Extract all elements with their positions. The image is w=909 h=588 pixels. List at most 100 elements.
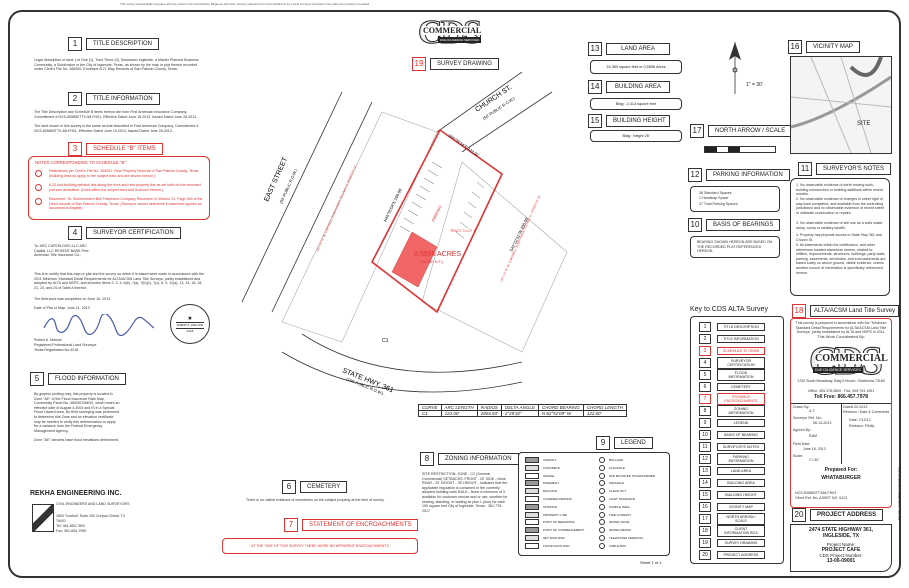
certification-field-date: The field work was completed on June 16,…: [34, 297, 112, 301]
key-item-number: 16: [699, 501, 711, 512]
key-item-number: 14: [699, 477, 711, 488]
section-20-number: 20: [792, 508, 806, 522]
curve-cell: 122.00': [582, 410, 627, 417]
key-item-label: LAND AREA: [717, 466, 765, 475]
curve-header: CHORD LENGTH: [582, 404, 627, 411]
legend-label: TELEPHONE PEDESTAL: [609, 536, 644, 540]
encroachments-text: AT THE TIME OF THIS SURVEY THERE WERE NO…: [251, 544, 389, 548]
surveyor-note-5: 5. All statements within the certificati…: [796, 243, 886, 275]
legend-symbol-icon: [525, 488, 539, 495]
schedule-b-box: NOTES CORRESPONDING TO SCHEDULE "B": Res…: [28, 156, 210, 220]
legend-label: BOLLARD: [609, 458, 624, 462]
legend-symbol-icon: [599, 519, 605, 526]
legend-symbol-icon: [599, 527, 605, 534]
section-15-header: 15 BUILDING HEIGHT: [588, 114, 670, 128]
curve-header: CURVE: [418, 404, 442, 411]
project-name-label: Project Name:: [826, 542, 856, 547]
legend-label: GRAVEL: [543, 473, 555, 478]
section-12-title: PARKING INFORMATION: [706, 169, 790, 181]
title-description-text: Legal description of land: Lot One (1), …: [34, 58, 199, 72]
section-19-header: 19 SURVEY DRAWING: [412, 57, 499, 71]
legend-symbol-icon: [599, 457, 605, 463]
key-item-label: SURVEYOR CERTIFICATION: [717, 356, 765, 369]
legend-symbol-icon: [599, 496, 605, 502]
curve-header: CHORD BEARING: [537, 404, 584, 411]
key-item-number: 18: [699, 525, 711, 536]
basis-of-bearings-text: BEARING SHOWN HEREON ARE BASED ON THE RE…: [697, 240, 773, 254]
legend-item: FIRE HYDRANT: [599, 511, 631, 518]
title-information-text-2: The land shown in this survey is the sam…: [34, 124, 199, 133]
building-area-text: Bldg : 2,413 square feet: [615, 102, 657, 106]
key-item-label: CEMETERY: [717, 382, 765, 391]
legend-item: TELEPHONE PEDESTAL: [599, 535, 643, 541]
project-name-value: PROJECT CAFE: [821, 547, 861, 553]
lot-right-label: LOT 13 "R" W. CAMPBELL SUBDIVISION VOLUM…: [499, 195, 541, 283]
certification-to: To: ARC CAFEHLD001,LLC ARC Capital, LLC …: [34, 244, 89, 258]
section-4-number: 4: [68, 226, 82, 240]
title-information-box: The Title Description and Schedule B ite…: [30, 108, 202, 136]
section-16-title: VICINITY MAP: [806, 41, 860, 53]
seal-star-icon: ★: [187, 316, 193, 322]
schedule-b-item-2-text: A 20 foot building setback line along th…: [49, 183, 201, 192]
scale-bar: [704, 146, 776, 153]
legend-symbol-icon: [525, 542, 539, 549]
parking-information-box: 36 Standard Spaces 1 Handicap Space 37 T…: [690, 186, 780, 212]
east-street-line-2: [271, 101, 373, 313]
section-17-header: 17 NORTH ARROW / SCALE: [690, 124, 793, 138]
company-name: REKHA ENGINEERING INC.: [30, 490, 122, 497]
section-15-title: BUILDING HEIGHT: [606, 115, 670, 127]
project-number-label: CDS Project Number:: [819, 553, 863, 558]
title-description-box: Legal description of land: Lot One (1), …: [30, 56, 205, 84]
section-2-number: 2: [68, 92, 82, 106]
section-18-number: 18: [792, 304, 806, 318]
curve-header: RADIUS: [476, 404, 502, 411]
bearing-2-label: N45°55'04"E 200.00': [382, 187, 403, 222]
vicinity-site-label: SITE: [857, 121, 871, 127]
logo-name: COMMERCIAL: [422, 26, 483, 35]
schedule-b-bullet-1: [35, 170, 42, 177]
land-area-text: 24,380 square feet or 0.5596 Acres: [606, 65, 666, 69]
parking-label: PARKING: [430, 204, 442, 222]
legend-label: POINT OF BEGINNING: [543, 520, 575, 525]
section-9-title: LEGEND: [614, 437, 653, 449]
surveyor-note-4: 4. Property has physical access to State…: [796, 233, 882, 242]
legend-item: FLAGPOLE: [599, 464, 625, 471]
section-2-title: TITLE INFORMATION: [86, 93, 160, 105]
building-footprint: [391, 231, 438, 288]
drawn-by-value: A.T.: [809, 409, 816, 413]
surveyor-registration-number: Texas Registration No.4218: [34, 348, 79, 352]
header-logo: CDS COMMERCIAL DUE DILIGENCE SERVICES: [417, 14, 482, 52]
key-item-number: 12: [699, 453, 711, 464]
land-area-box: 24,380 square feet or 0.5596 Acres: [590, 60, 682, 74]
survey-drawing: EAST STREET (50' PUBLIC R.O.W.) CHURCH S…: [241, 72, 568, 396]
legend-symbol-icon: [599, 488, 605, 495]
section-6-header: 6 CEMETERY: [282, 480, 348, 494]
legend-label: COVERED PARKING: [543, 497, 572, 501]
section-18-title: ALTA/ACSM Land Title Survey: [810, 305, 900, 317]
client-logo: CDS COMMERCIAL DUE DILIGENCE SERVICES: [801, 338, 888, 384]
key-item-label: PROJECT ADDRESS: [717, 550, 765, 559]
legend-item: FOUND IRON ROD: [525, 542, 570, 549]
surveyor-ref-label: Surveyor Ref. No.:: [793, 416, 823, 420]
key-item-label: TITLE DESCRIPTION: [717, 322, 765, 331]
key-item-label: BUILDING AREA: [717, 478, 765, 487]
company-address: 1800 Turnbull, Suite 100 Corpus Christi,…: [56, 514, 126, 523]
legend-label: POINT OF COMMENCEMENT: [543, 528, 585, 533]
legend-symbol-icon: [599, 464, 605, 471]
date-value: 6-20-2013: [851, 405, 868, 409]
client-logo-sub: DUE DILIGENCE SERVICES: [813, 367, 863, 373]
date-label: Date:: [843, 405, 852, 409]
project-address-2: INGLESIDE, TX: [822, 533, 860, 539]
legend-item: LIGHT STANDARD: [599, 496, 635, 502]
surveyor-note-3: 3. No observable evidence of site use as…: [796, 221, 883, 230]
company-address-line: 1700 South Broadway, Bldg 5 Moore, Oklah…: [797, 379, 885, 383]
alta-intro: This survey is prepared in accordance wi…: [795, 321, 887, 335]
section-1-header: 1 TITLE DESCRIPTION: [68, 37, 160, 51]
